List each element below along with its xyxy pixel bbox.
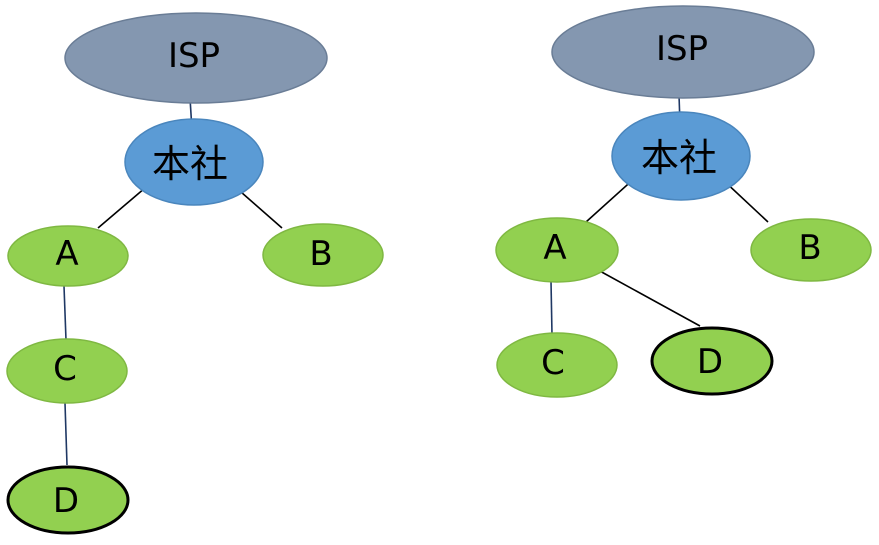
right-isp-node: ISP <box>551 5 815 99</box>
right-hq-label: 本社 <box>641 136 717 180</box>
left-diagram: ISP 本社 A B C D <box>6 12 384 535</box>
left-link-c-d <box>64 402 68 466</box>
left-hq-node: 本社 <box>124 118 264 206</box>
left-isp-label: ISP <box>168 36 220 76</box>
left-link-a-c <box>63 285 67 341</box>
right-isp-label: ISP <box>656 29 708 69</box>
left-c-node: C <box>6 338 128 404</box>
left-a-label: A <box>55 234 78 274</box>
right-b-label: B <box>798 228 821 268</box>
left-b-node: B <box>262 223 384 287</box>
left-d-label: D <box>53 481 79 521</box>
right-a-node: A <box>495 217 619 283</box>
left-c-label: C <box>53 349 77 389</box>
left-hq-label: 本社 <box>152 142 228 186</box>
left-d-node: D <box>6 465 130 535</box>
right-d-node: D <box>650 326 774 396</box>
right-a-label: A <box>543 228 566 268</box>
right-c-label: C <box>541 343 565 383</box>
right-hq-node: 本社 <box>611 111 751 201</box>
right-link-a-c <box>550 280 553 336</box>
right-c-node: C <box>496 332 618 398</box>
left-a-node: A <box>7 225 129 287</box>
right-b-node: B <box>750 218 872 282</box>
right-diagram: ISP 本社 A B C D <box>495 5 872 398</box>
left-b-label: B <box>309 234 332 274</box>
right-link-a-d <box>597 269 701 327</box>
left-isp-node: ISP <box>64 12 328 104</box>
right-d-label: D <box>697 342 723 382</box>
